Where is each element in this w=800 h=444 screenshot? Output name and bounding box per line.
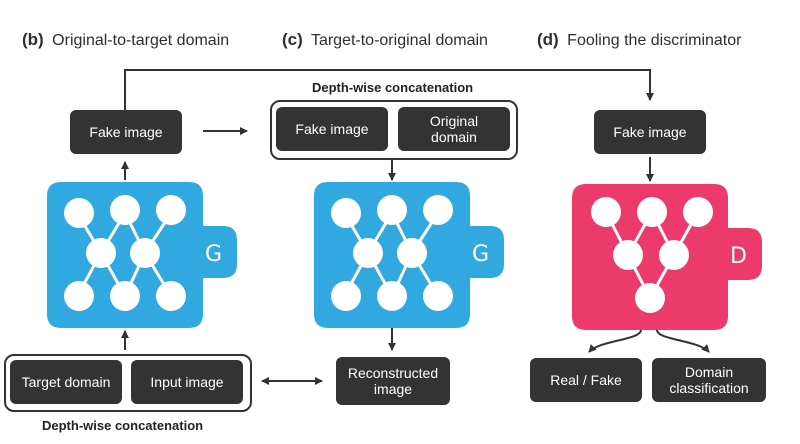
- reconstructed-image-box: Reconstructed image: [336, 357, 450, 405]
- fake-image-label-b: Fake image: [89, 124, 163, 140]
- input-image-label: Input image: [150, 374, 224, 390]
- original-domain-line2: domain: [431, 129, 477, 145]
- domain-classification-box: Domain classification: [652, 358, 766, 402]
- target-domain-label: Target domain: [21, 374, 111, 390]
- fake-image-label-c: Fake image: [295, 121, 369, 137]
- heading-b-letter: (b): [22, 30, 44, 49]
- heading-d-letter: (d): [537, 30, 559, 49]
- top-loop-line: [124, 69, 654, 110]
- heading-c-letter: (c): [282, 30, 303, 49]
- domain-classification-line1: Domain: [684, 364, 734, 380]
- original-domain-box: Original domain: [398, 107, 510, 151]
- generator-network-b: [47, 182, 237, 328]
- input-image-box: Input image: [131, 360, 243, 404]
- reconstructed-line1: Reconstructed: [347, 365, 439, 381]
- heading-b: (b) Original-to-target domain: [22, 30, 229, 50]
- heading-c-text: Target-to-original domain: [310, 32, 488, 49]
- real-fake-label: Real / Fake: [550, 372, 622, 388]
- original-domain-line1: Original: [429, 113, 479, 129]
- real-fake-box: Real / Fake: [530, 358, 642, 402]
- generator-letter-c: G: [472, 242, 490, 267]
- heading-b-text: Original-to-target domain: [52, 32, 230, 49]
- generator-letter-b: G: [205, 242, 223, 267]
- discriminator-network: [572, 184, 762, 330]
- target-domain-box: Target domain: [10, 360, 122, 404]
- fake-image-box-d: Fake image: [594, 110, 706, 154]
- heading-d: (d) Fooling the discriminator: [537, 30, 741, 50]
- heading-d-text: Fooling the discriminator: [567, 32, 742, 49]
- fake-image-box-c: Fake image: [276, 107, 388, 151]
- generator-network-c: [314, 182, 504, 328]
- fake-image-box-b: Fake image: [70, 110, 182, 154]
- arrow-d-to-domain: [656, 329, 710, 353]
- arrow-d-to-real-fake: [588, 329, 642, 353]
- concat-caption-b: Depth-wise concatenation: [42, 418, 204, 433]
- fake-image-label-d: Fake image: [613, 124, 687, 140]
- heading-c: (c) Target-to-original domain: [282, 30, 488, 50]
- discriminator-letter: D: [730, 244, 747, 269]
- concat-caption-c: Depth-wise concatenation: [312, 80, 474, 95]
- reconstructed-line2: image: [373, 381, 413, 397]
- domain-classification-line2: classification: [669, 380, 749, 396]
